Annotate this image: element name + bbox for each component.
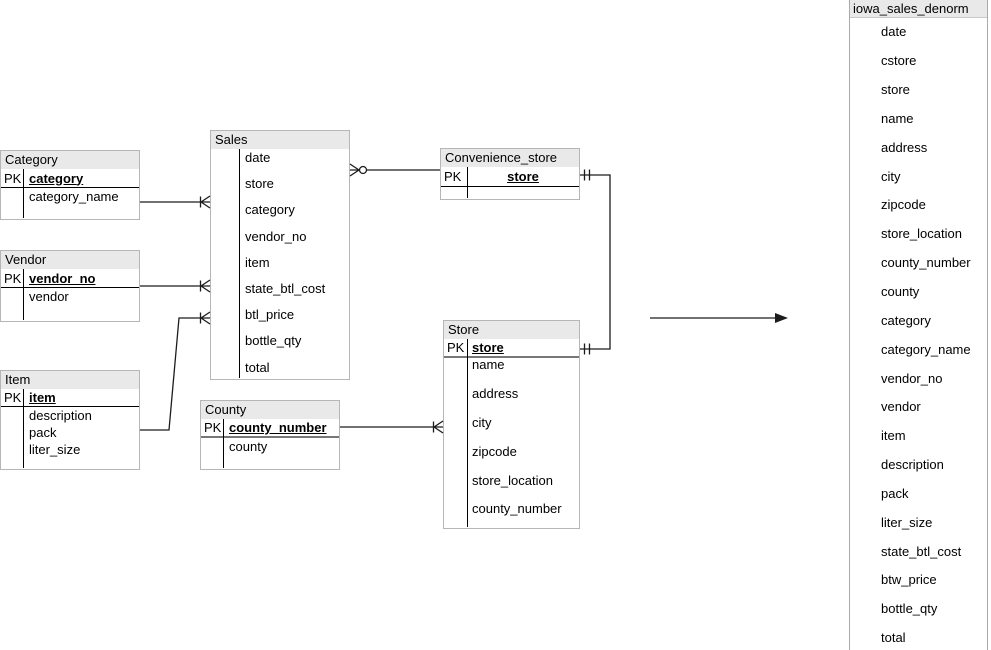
field-label: state_btl_cost [245, 280, 326, 296]
field-label: total [245, 359, 270, 375]
edge-sales-convenience-store[interactable] [349, 163, 440, 177]
edge-county-store[interactable] [340, 420, 444, 434]
pk-label: PK [447, 340, 465, 355]
table-vendor[interactable]: Vendor PK vendor_no vendor [0, 250, 140, 322]
field-label: store [245, 176, 274, 192]
field-label: category [881, 312, 931, 328]
table-title: Category [1, 151, 139, 169]
field-label: category_name [881, 341, 971, 357]
table-county[interactable]: County PK county_number county [200, 400, 340, 470]
pk-field: vendor_no [29, 270, 96, 286]
table-title: Item [1, 371, 139, 389]
field-label: vendor [29, 289, 69, 304]
table-title: iowa_sales_denorm [850, 0, 987, 18]
table-title: Vendor [1, 251, 139, 269]
field-label: description [881, 457, 944, 473]
pk-label: PK [444, 169, 462, 184]
table-title: County [201, 401, 339, 419]
field-label: total [881, 630, 906, 646]
field-label: cstore [881, 53, 917, 69]
pk-column-divider [467, 167, 468, 198]
field-label: county_number [881, 255, 971, 271]
pk-field: item [29, 390, 56, 405]
field-label: name [881, 110, 914, 126]
pk-field: category [29, 170, 84, 186]
pk-label: PK [4, 170, 22, 186]
pk-label: PK [204, 420, 222, 435]
field-label: description [29, 408, 92, 423]
field-label: address [472, 386, 519, 401]
field-label: county_number [472, 502, 562, 517]
field-label: item [245, 254, 270, 270]
pk-field: store [472, 340, 504, 355]
pk-label: PK [4, 390, 22, 405]
pk-field: county_number [229, 420, 327, 435]
table-title: Sales [211, 131, 349, 149]
field-label: state_btl_cost [881, 543, 962, 559]
table-convenience-store[interactable]: Convenience_store PK store [440, 148, 580, 200]
field-label: category_name [29, 189, 119, 204]
field-label: pack [881, 485, 909, 501]
field-label: city [472, 415, 492, 430]
table-title: Convenience_store [441, 149, 579, 167]
field-label: vendor [881, 399, 921, 415]
field-label: city [881, 168, 901, 184]
field-label: liter_size [29, 442, 81, 457]
denormalization-arrow[interactable] [650, 313, 788, 323]
field-label: vendor_no [881, 370, 943, 386]
field-label: category [245, 202, 295, 218]
table-title: Store [444, 321, 579, 339]
field-label: store_location [472, 473, 553, 488]
field-label: liter_size [881, 514, 933, 530]
pk-column-divider [23, 169, 24, 218]
table-item[interactable]: Item PK item description pack liter_size [0, 370, 140, 470]
pk-column-divider [467, 339, 468, 527]
field-label: county [229, 439, 268, 454]
field-label: btl_price [245, 307, 295, 323]
field-label: store [881, 82, 910, 98]
field-label: bottle_qty [881, 601, 938, 617]
field-label: bottle_qty [245, 333, 302, 349]
pk-column-divider [23, 389, 24, 468]
field-label: date [881, 24, 907, 40]
field-label: zipcode [472, 444, 517, 459]
field-label: name [472, 358, 505, 372]
pk-label: PK [4, 270, 22, 286]
table-category[interactable]: Category PK category category_name [0, 150, 140, 220]
field-label: pack [29, 425, 57, 440]
pk-column-divider [223, 419, 224, 468]
edge-convenience-store-store[interactable] [580, 169, 611, 355]
edge-category-sales[interactable] [140, 195, 211, 209]
table-iowa-sales-denorm[interactable]: iowa_sales_denorm date cstore store name add… [849, 0, 988, 650]
table-store[interactable]: Store PK store name address city zipcode sto… [443, 320, 580, 529]
field-label: vendor_no [245, 228, 307, 244]
pk-field: store [507, 169, 539, 184]
field-label: store_location [881, 226, 962, 242]
pk-column-divider [23, 269, 24, 320]
field-label: date [245, 150, 271, 165]
field-label: zipcode [881, 197, 926, 213]
field-label: county [881, 284, 920, 300]
pk-column-divider [239, 149, 240, 378]
field-label: btw_price [881, 572, 937, 588]
edge-vendor-sales[interactable] [140, 279, 211, 293]
field-label: item [881, 428, 906, 444]
field-label: address [881, 139, 928, 155]
